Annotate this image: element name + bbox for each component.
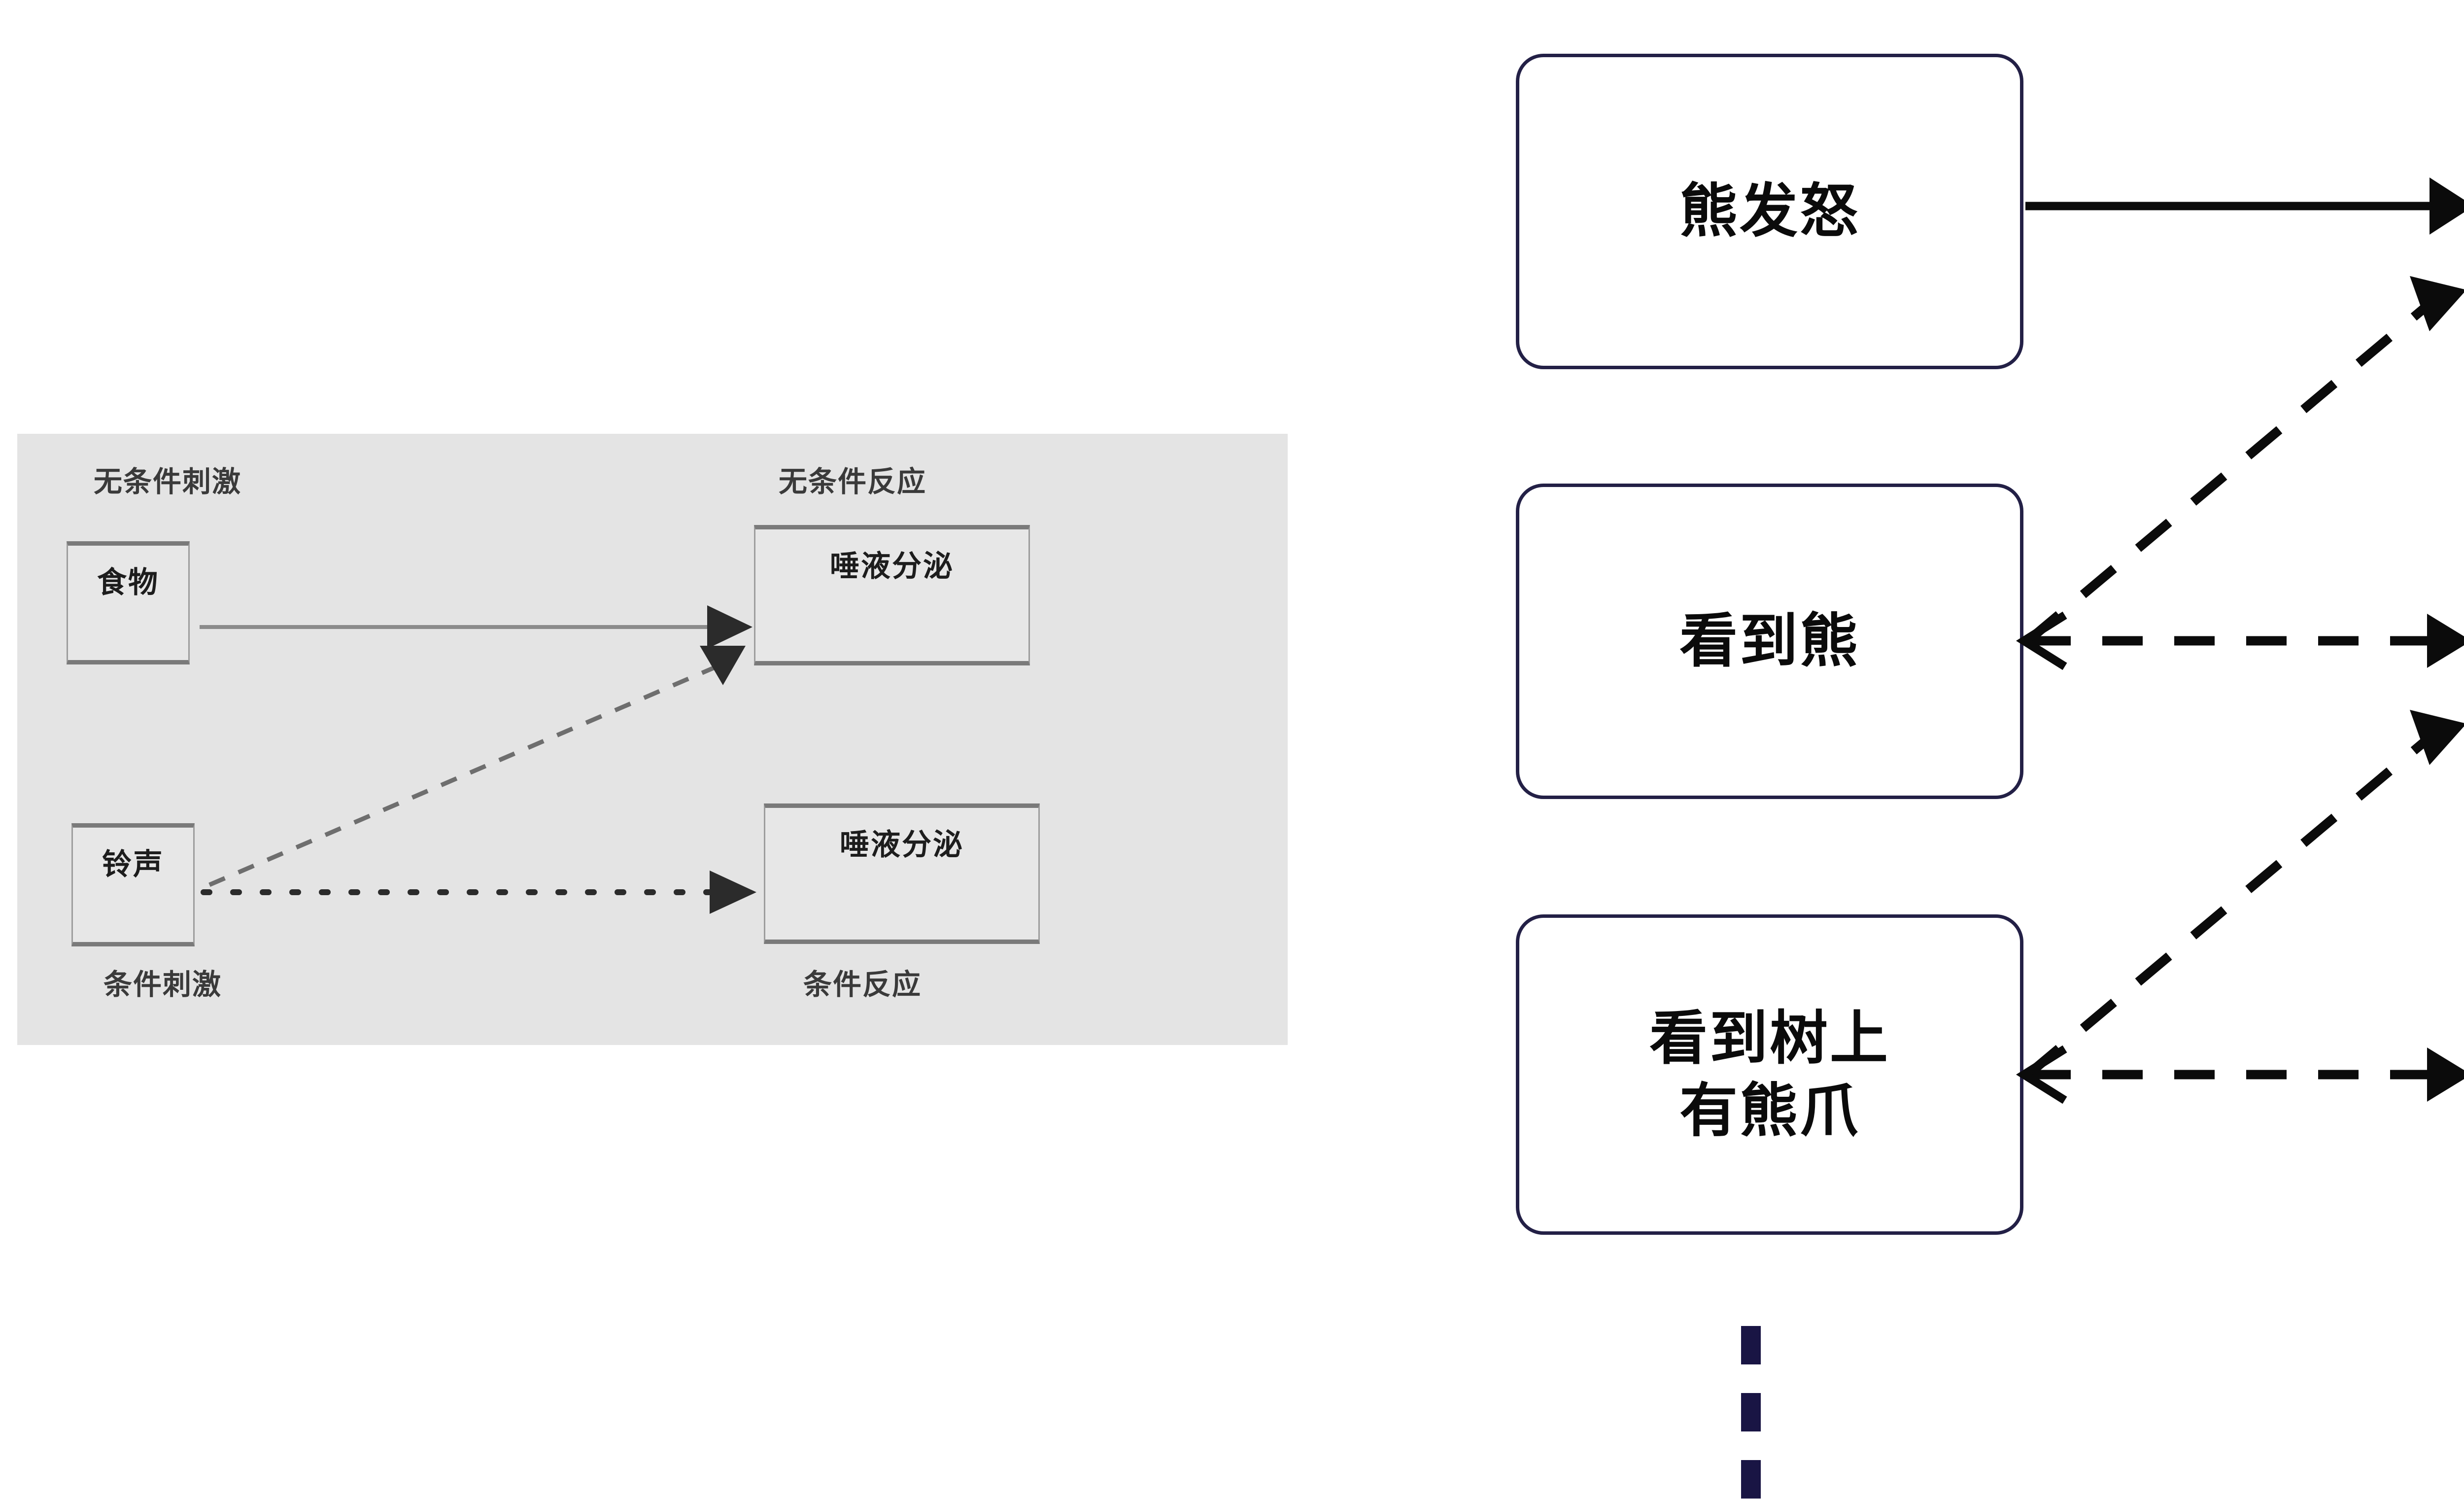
- node-see-claw-line1: 看到树上: [1649, 1004, 1890, 1072]
- label-unconditioned-stimulus: 无条件刺激: [94, 465, 242, 498]
- node-see-claw-line2: 有熊爪: [1679, 1077, 1860, 1145]
- box-bell: 铃声: [71, 823, 195, 946]
- box-salivation-unconditioned: 唾液分泌: [754, 525, 1030, 665]
- node-bear-angry-label: 熊发怒: [1679, 177, 1860, 245]
- ellipsis-dot: [1741, 1460, 1761, 1499]
- box-food: 食物: [67, 541, 190, 664]
- label-unconditioned-response: 无条件反应: [779, 465, 927, 498]
- ellipsis-dot: [1741, 1393, 1761, 1431]
- classical-conditioning-connectors: [200, 605, 756, 914]
- ellipsis-dot: [1741, 1326, 1761, 1364]
- label-conditioned-stimulus: 条件刺激: [103, 968, 222, 1001]
- classical-conditioning-panel: 无条件刺激 无条件反应 条件刺激 条件反应 食物 铃声 唾液分泌 唾液分泌: [17, 434, 1288, 1045]
- node-bear-angry[interactable]: 熊发怒: [1516, 54, 2023, 369]
- node-see-claw-label: 看到树上 有熊爪: [1649, 1002, 1890, 1148]
- node-see-claw-on-tree[interactable]: 看到树上 有熊爪: [1516, 914, 2023, 1235]
- box-salivation-conditioned: 唾液分泌: [764, 803, 1040, 944]
- node-see-bear-label: 看到熊: [1679, 607, 1860, 675]
- label-conditioned-response: 条件反应: [803, 968, 922, 1001]
- ellipsis-left-column: [1741, 1326, 1761, 1499]
- node-see-bear[interactable]: 看到熊: [1516, 484, 2023, 799]
